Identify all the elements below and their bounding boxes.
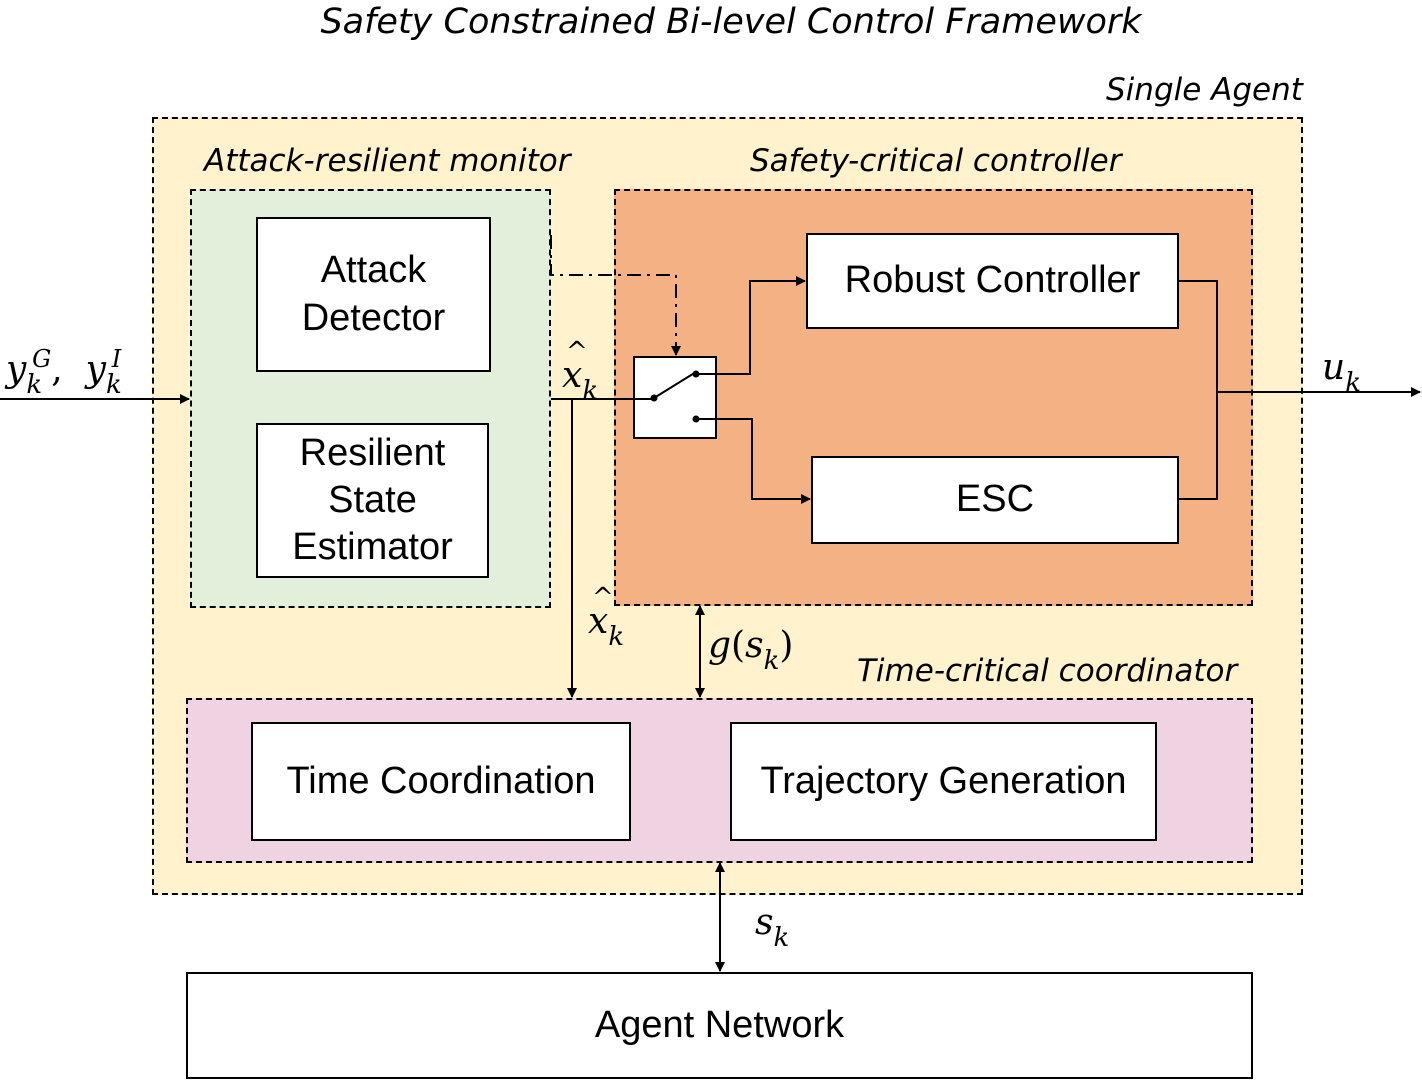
switch-pivot — [650, 394, 658, 402]
monitor-label: Attack-resilient monitor — [204, 143, 571, 179]
xhat-label-right: xk — [562, 339, 598, 404]
esc-block: ESC — [811, 456, 1179, 544]
single-agent-label: Single Agent — [1106, 72, 1303, 108]
time-coordination-block: Time Coordination — [251, 722, 631, 841]
switch-contact-bottom — [692, 415, 700, 423]
input-signal-label: ykG, ykI — [6, 345, 122, 400]
controller-label: Safety-critical controller — [750, 143, 1122, 179]
xhat-label-down: xk — [588, 585, 624, 650]
network-signal-label: sk — [755, 902, 790, 953]
detector-signal-line — [550, 235, 681, 356]
coordinator-label: Time-critical coordinator — [857, 653, 1238, 689]
switch-contact-top — [692, 370, 700, 378]
g-sk-label: g(sk) — [708, 625, 794, 676]
robust-path — [696, 276, 806, 375]
esc-path — [696, 418, 811, 504]
output-signal-label: uk — [1322, 347, 1361, 398]
agent-network-block: Agent Network — [186, 972, 1253, 1079]
robust-out — [1179, 280, 1218, 500]
attack-detector-block: Attack Detector — [256, 217, 491, 372]
mode-switch — [633, 356, 717, 439]
trajectory-generation-block: Trajectory Generation — [730, 722, 1157, 841]
diagram-title: Safety Constrained Bi-level Control Fram… — [320, 2, 1142, 42]
switch-blade — [653, 371, 697, 399]
robust-controller-block: Robust Controller — [806, 233, 1179, 329]
state-estimator-block: Resilient State Estimator — [256, 423, 489, 578]
